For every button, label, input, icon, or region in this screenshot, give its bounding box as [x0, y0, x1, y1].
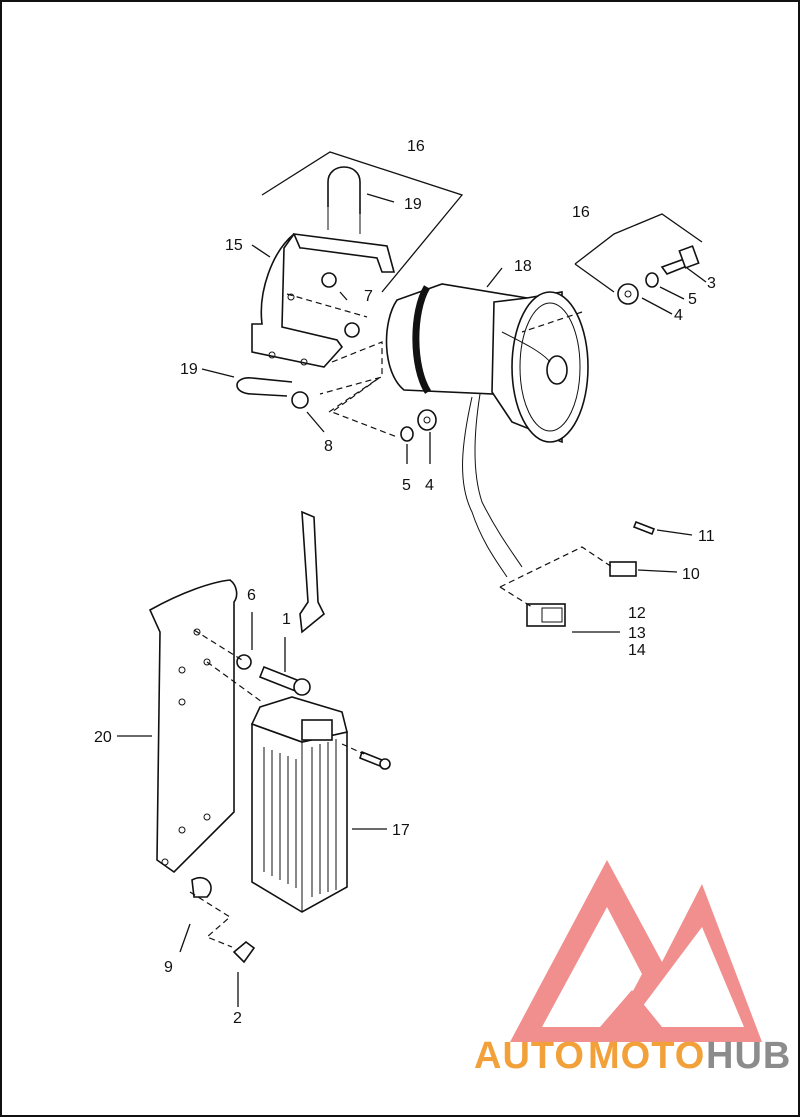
u-bolt-top: [327, 166, 361, 234]
callout-7: 7: [364, 288, 373, 305]
mount-plate: [148, 579, 238, 874]
siren-module: [250, 696, 348, 913]
callout-5-lower: 5: [402, 477, 411, 494]
watermark-moto: MOTO: [588, 1035, 705, 1077]
callout-12: 12: [628, 605, 646, 622]
callout-19-top: 19: [404, 196, 422, 213]
callout-18: 18: [514, 258, 532, 275]
callout-11: 11: [698, 528, 715, 545]
hardware-misc: [191, 510, 391, 964]
callout-4-right: 4: [674, 307, 683, 324]
callout-3: 3: [707, 275, 716, 292]
watermark-hub: HUB: [706, 1035, 791, 1077]
u-bolt-lower: [236, 377, 293, 397]
horn: [385, 283, 589, 578]
right-hardware: [400, 245, 700, 442]
callout-8: 8: [324, 438, 333, 455]
callout-labels: 16 19 15 7 18 16 3 5 4 19 8 5 4 11 10 12…: [94, 138, 716, 1027]
leader-lines: [117, 151, 707, 1007]
watermark-brand: AUTO MOTO HUB: [474, 1035, 791, 1077]
callout-20: 20: [94, 729, 112, 746]
callout-15: 15: [225, 237, 243, 254]
callout-5-right: 5: [688, 291, 697, 308]
callout-16-right: 16: [572, 204, 590, 221]
callout-1: 1: [282, 611, 291, 628]
watermark-auto: AUTO: [474, 1035, 585, 1077]
callout-2: 2: [233, 1010, 242, 1027]
nuts: [291, 272, 360, 409]
callout-9: 9: [164, 959, 173, 976]
callout-19-left: 19: [180, 361, 198, 378]
horn-bracket: [251, 233, 396, 368]
watermark-logo: [510, 860, 762, 1042]
callout-13: 13: [628, 625, 646, 642]
callout-17: 17: [392, 822, 410, 839]
callout-4-lower: 4: [425, 477, 434, 494]
callout-10: 10: [682, 566, 700, 583]
connectors: [526, 520, 656, 627]
callout-6: 6: [247, 587, 256, 604]
callout-14: 14: [628, 642, 646, 659]
callout-16-top: 16: [407, 138, 425, 155]
